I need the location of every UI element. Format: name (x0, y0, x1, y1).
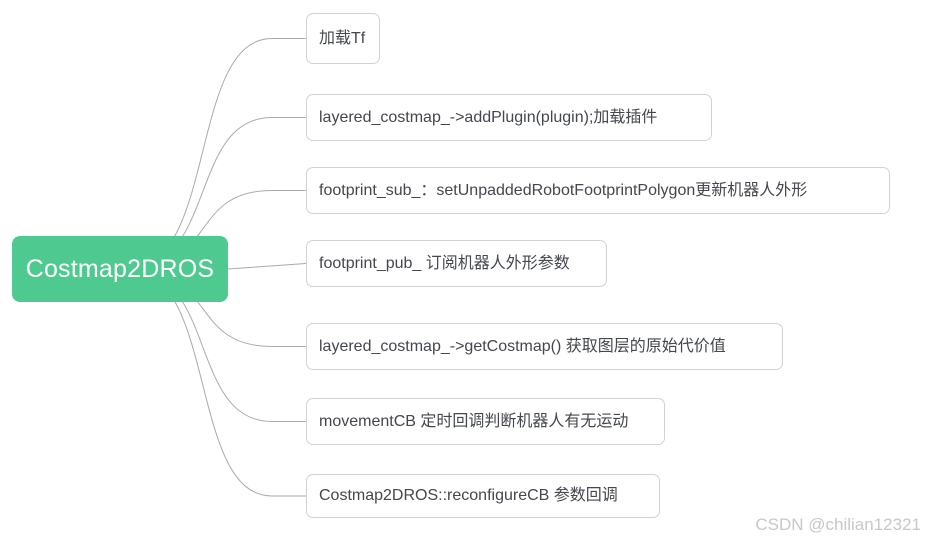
csdn-watermark: CSDN @chilian12321 (755, 515, 921, 534)
mindmap-node-label: footprint_pub_ 订阅机器人外形参数 (319, 254, 570, 272)
mindmap-node-footprint-sub[interactable]: footprint_sub_：setUnpaddedRobotFootprint… (306, 167, 890, 214)
mindmap-node-movement-cb[interactable]: movementCB 定时回调判断机器人有无运动 (306, 398, 665, 445)
mindmap-node-label: movementCB 定时回调判断机器人有无运动 (319, 412, 629, 430)
mindmap-node-label: layered_costmap_->getCostmap() 获取图层的原始代价… (319, 337, 726, 355)
mindmap-node-get-costmap[interactable]: layered_costmap_->getCostmap() 获取图层的原始代价… (306, 323, 783, 370)
mindmap-edge (227, 263, 307, 270)
mindmap-node-load-tf[interactable]: 加载Tf (306, 13, 380, 64)
mindmap-node-label: layered_costmap_->addPlugin(plugin);加载插件 (319, 108, 658, 126)
mindmap-node-add-plugin[interactable]: layered_costmap_->addPlugin(plugin);加载插件 (306, 94, 712, 141)
mindmap-edge (127, 268, 306, 497)
mindmap-node-label: footprint_sub_：setUnpaddedRobotFootprint… (319, 181, 808, 199)
mindmap-node-footprint-pub[interactable]: footprint_pub_ 订阅机器人外形参数 (306, 240, 607, 287)
mindmap-node-label: 加载Tf (319, 29, 366, 47)
root-node-costmap2dros[interactable]: Costmap2DROS (12, 236, 228, 302)
mindmap-node-label: Costmap2DROS::reconfigureCB 参数回调 (319, 487, 618, 505)
mindmap-node-reconfigure-cb[interactable]: Costmap2DROS::reconfigureCB 参数回调 (306, 474, 660, 518)
root-node-label: Costmap2DROS (25, 254, 215, 283)
mindmap-edge (127, 38, 306, 270)
